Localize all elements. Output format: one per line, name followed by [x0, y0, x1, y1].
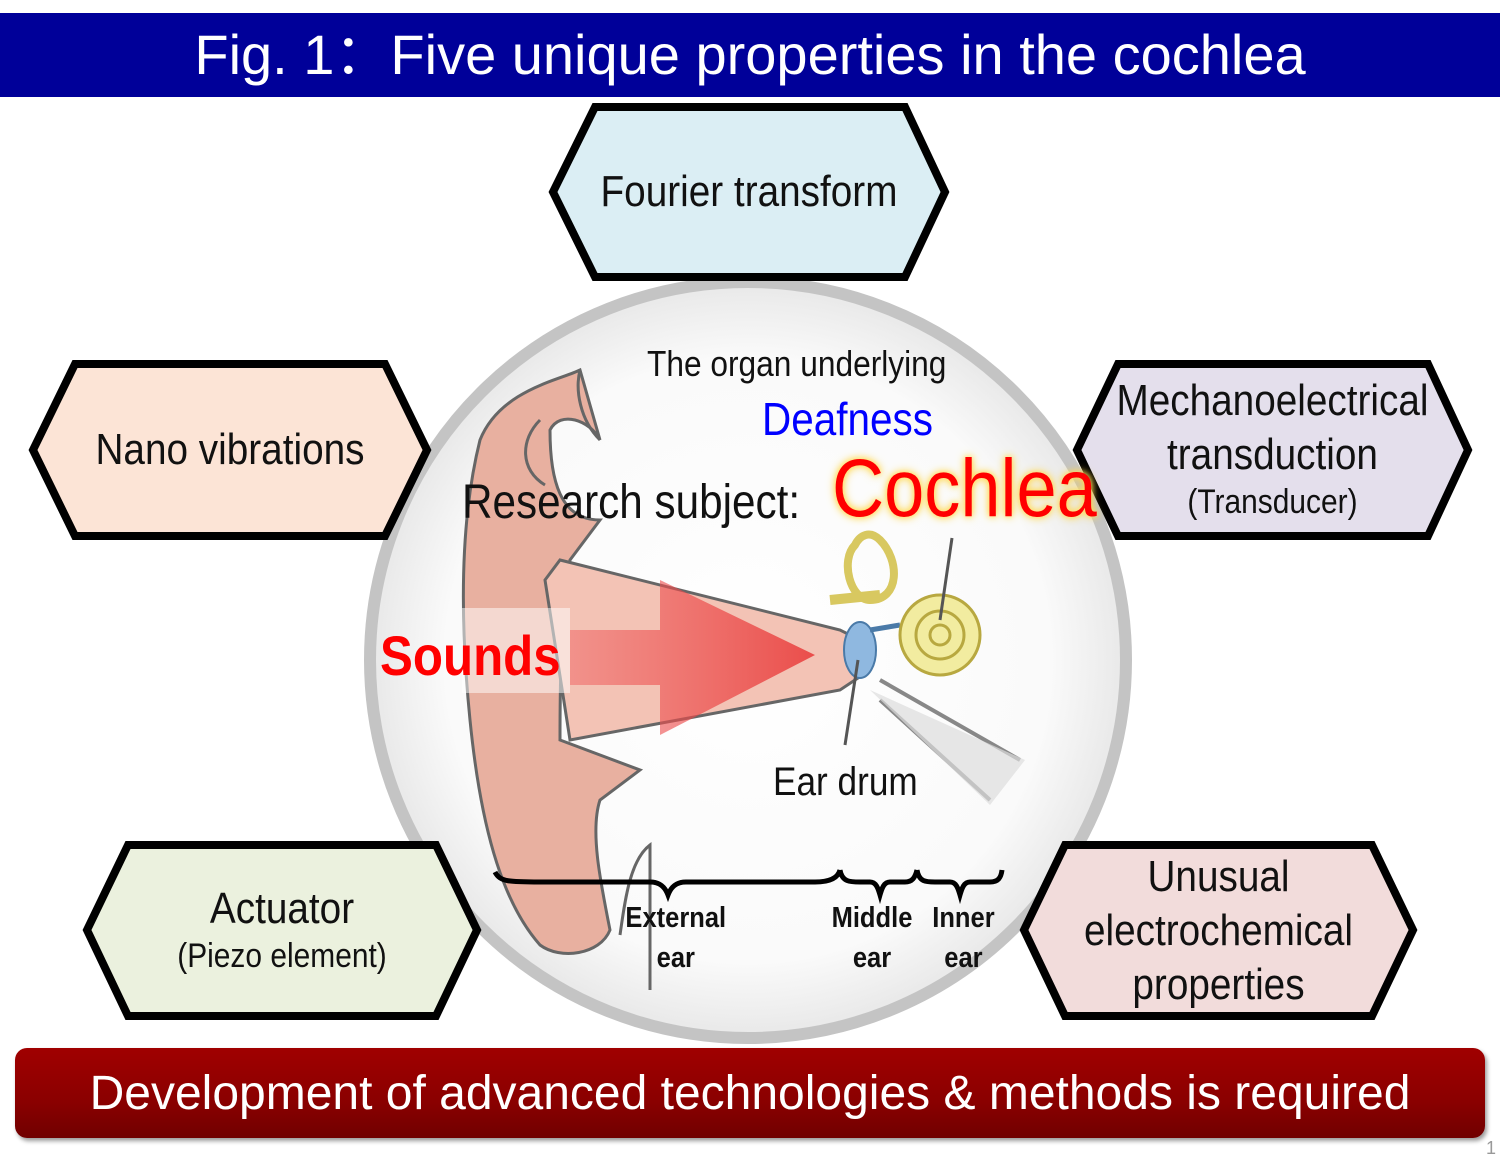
footer-banner: Development of advanced technologies & m…: [15, 1048, 1485, 1138]
middle-ear-label: Middle ear: [828, 898, 916, 978]
brace-external: [492, 869, 843, 903]
middle-l2: ear: [852, 942, 892, 974]
mechano-sub: (Transducer): [1187, 483, 1358, 521]
research-subject-label: Research subject:: [462, 476, 801, 529]
brace-inner: [914, 869, 1005, 905]
actuator-label: Actuator (Piezo element): [110, 882, 453, 976]
hexagon-nano: [28, 360, 432, 540]
hexagon-electrochem: [1019, 841, 1418, 1020]
mechano-line2: transduction: [1167, 430, 1378, 479]
organ-text: The organ underlying: [647, 343, 947, 384]
ear-drum-label: Ear drum: [773, 760, 918, 804]
sound-arrow: [570, 580, 815, 735]
electrochem-line2: electrochemical: [1083, 906, 1354, 955]
fourier-text: Fourier transform: [600, 167, 898, 216]
slide-number: 1: [1486, 1138, 1497, 1158]
external-ear-label: External ear: [623, 898, 729, 978]
footer-text: Development of advanced technologies & m…: [89, 1067, 1411, 1120]
actuator-sub: (Piezo element): [177, 937, 387, 975]
electrochem-line1: Unusual: [1147, 852, 1290, 901]
cochlea-text: Cochlea: [832, 443, 1097, 534]
electrochem-line3: properties: [1132, 960, 1305, 1009]
brace-middle: [837, 869, 920, 905]
fourier-label: Fourier transform: [577, 165, 922, 219]
nano-label: Nano vibrations: [57, 423, 404, 477]
nano-text: Nano vibrations: [95, 425, 365, 474]
hexagon-fourier: [548, 103, 950, 281]
sounds-text: Sounds: [380, 624, 561, 687]
electrochem-label: Unusual electrochemical properties: [1047, 850, 1389, 1012]
hexagon-actuator: [82, 841, 482, 1020]
deafness-text: Deafness: [762, 393, 934, 445]
external-l1: External: [625, 902, 727, 934]
hexagon-mechano: [1072, 360, 1473, 540]
mechano-line1: Mechanoelectrical: [1116, 376, 1429, 425]
external-l2: ear: [656, 942, 695, 974]
middle-l1: Middle: [831, 902, 913, 934]
inner-l2: ear: [944, 942, 983, 974]
inner-ear-label: Inner ear: [930, 898, 997, 978]
actuator-line1: Actuator: [209, 884, 355, 933]
figure-title: Fig. 1：Five unique properties in the coc…: [194, 23, 1306, 86]
title-bar: Fig. 1：Five unique properties in the coc…: [0, 13, 1500, 97]
inner-l1: Inner: [932, 902, 995, 934]
mechano-label: Mechanoelectrical transduction (Transduc…: [1100, 374, 1444, 522]
